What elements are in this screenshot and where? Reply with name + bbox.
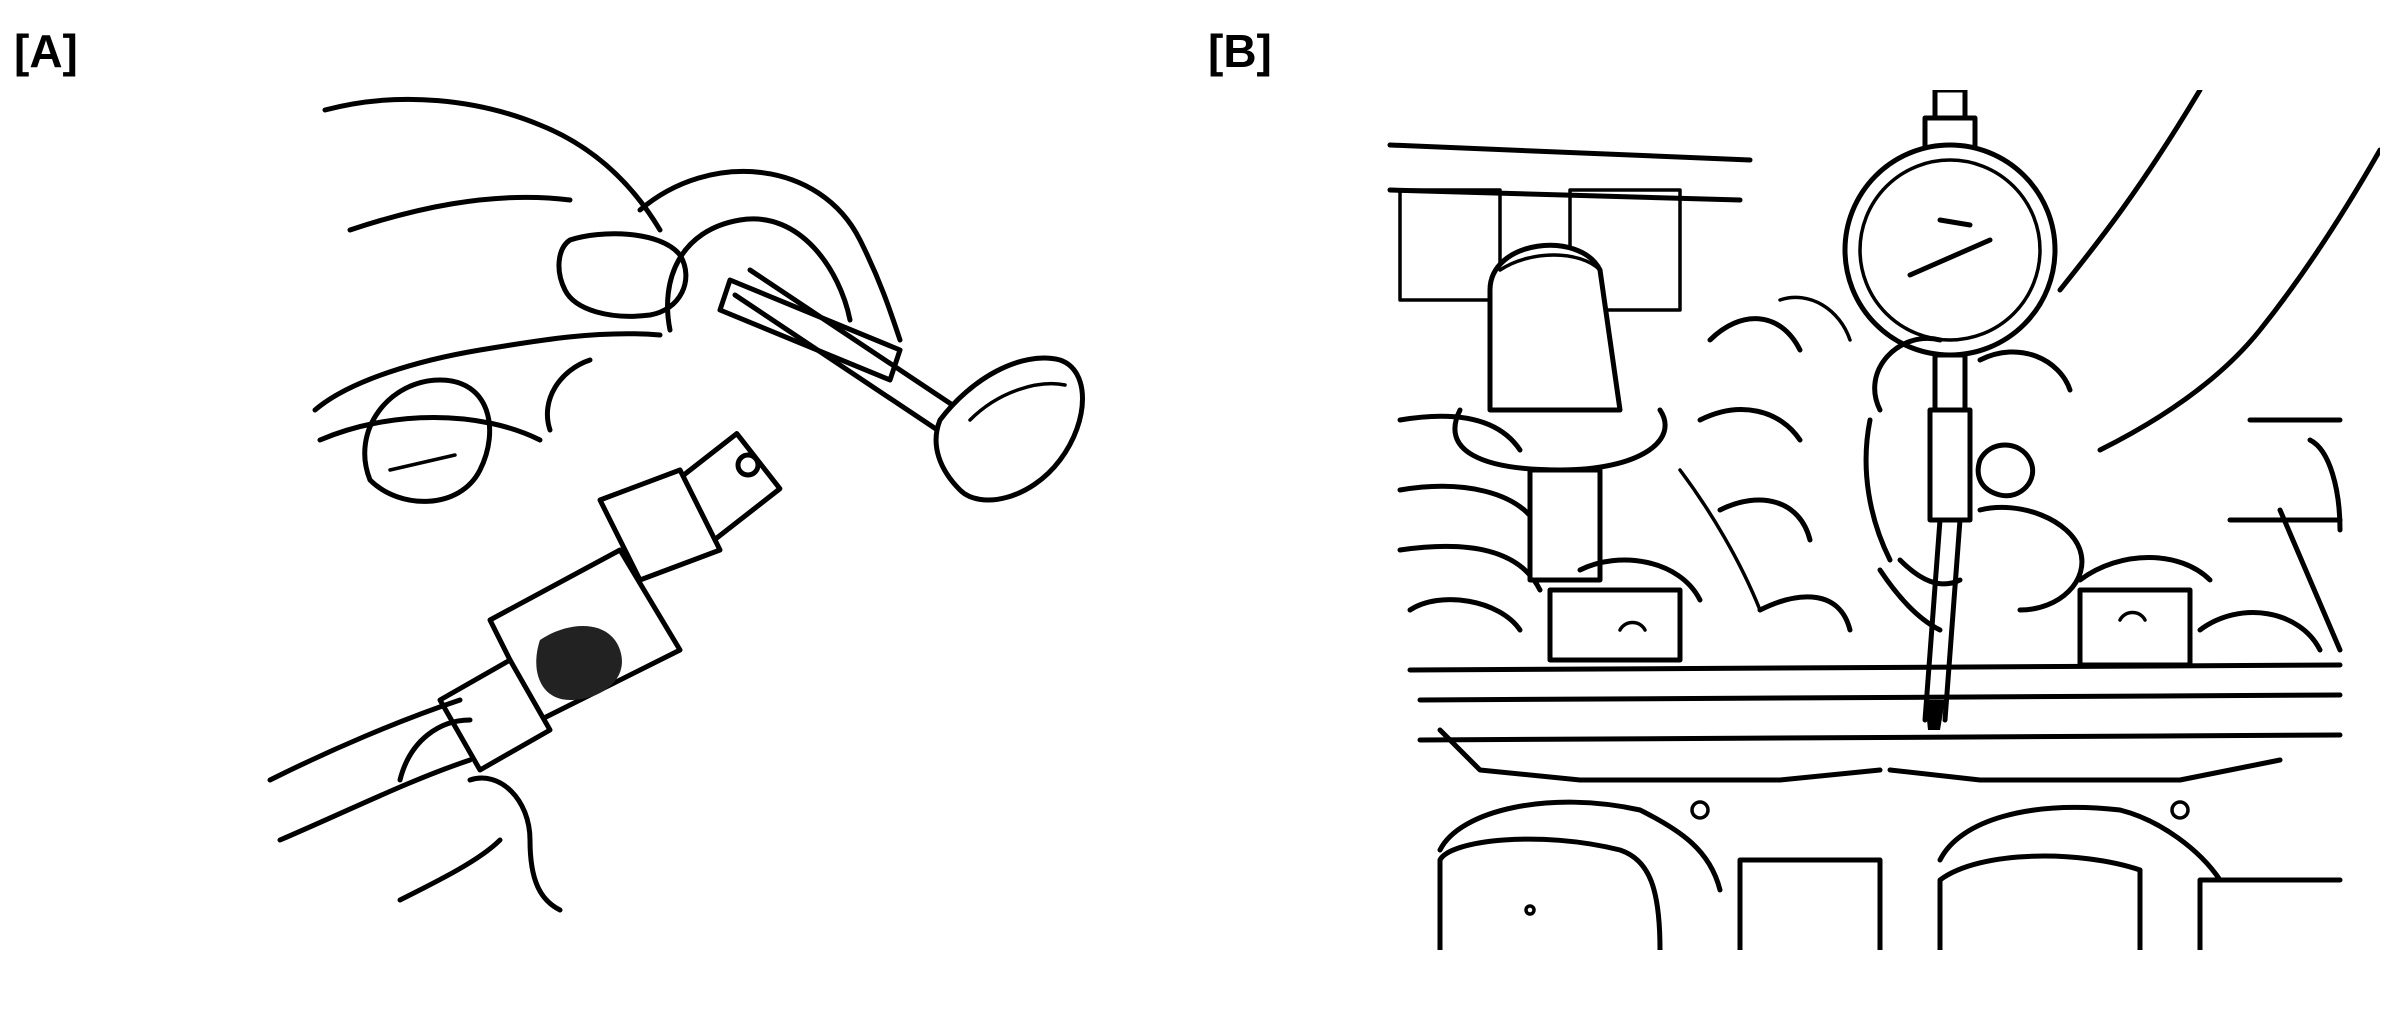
valve-guide (1397, 242, 1853, 663)
dial-gauge (1842, 90, 2058, 730)
lower-hand (267, 697, 563, 913)
upper-hand (312, 96, 689, 504)
panel-label-b: [B] (1208, 25, 1272, 77)
cylinder-head-gauge-illustration (1387, 90, 2380, 950)
micrometer-thimble (437, 467, 723, 773)
hand (1863, 90, 2380, 633)
valve (732, 267, 1085, 503)
right-valve-seat (1618, 417, 2343, 668)
micrometer-illustration (267, 96, 1085, 913)
cylinder-head (1387, 142, 2343, 950)
panel-label-a: [A] (14, 25, 78, 77)
